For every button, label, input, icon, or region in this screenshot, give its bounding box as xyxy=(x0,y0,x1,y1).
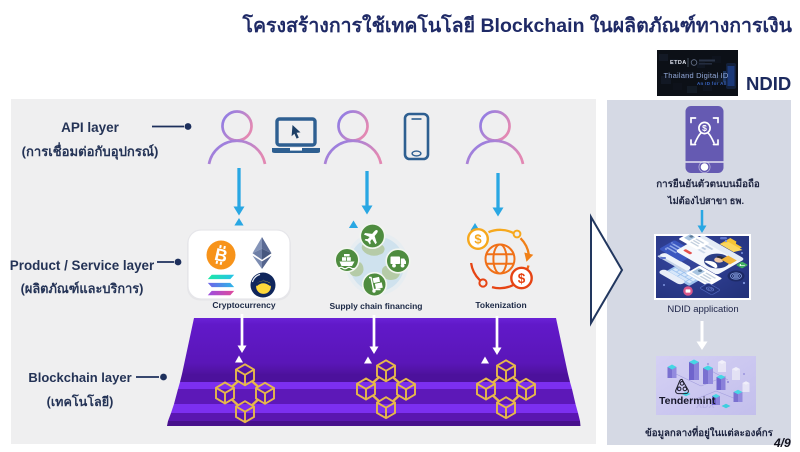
flow-arrow-1 xyxy=(233,168,245,226)
etda-logo-text: ETDA xyxy=(670,60,687,66)
svg-text:$: $ xyxy=(518,271,526,286)
central-data-caption: ข้อมูลกลางที่อยู่ในแต่ละองค์กร xyxy=(645,428,773,439)
coin-icon-bottom: $ xyxy=(510,266,533,290)
user-icon-2 xyxy=(323,110,383,166)
etda-subtitle-text: An ID for All xyxy=(697,81,727,86)
mobile-id-caption-line2: ไม่ต้องไปสาขา ธพ. xyxy=(667,196,745,206)
ndid-application-art xyxy=(654,234,751,300)
api-layer-label: API layer xyxy=(61,120,119,135)
truck-icon xyxy=(385,248,411,274)
blockchain-layer-label: Blockchain layer xyxy=(28,370,132,385)
etda-thumbnail-art xyxy=(657,50,738,96)
blockchain-layer-connector xyxy=(136,373,167,381)
ndid-application-label: NDID application xyxy=(667,304,739,315)
right-panel-arrow-2 xyxy=(696,321,708,350)
platform-arrow-2 xyxy=(364,315,379,364)
svg-text:B: B xyxy=(213,244,230,266)
cryptocurrency-label: Cryptocurrency xyxy=(212,299,276,310)
user-icon-3 xyxy=(465,110,525,166)
right-panel-arrow-1 xyxy=(697,210,707,233)
laptop-icon xyxy=(272,117,320,153)
mobile-id-caption-line1: การยืนยันตัวตนบนมือถือ xyxy=(656,179,760,190)
tokenization-label: Tokenization xyxy=(475,299,527,310)
etda-thumbnail: ETDA Thailand Digital ID An ID for All xyxy=(657,50,738,96)
platform-arrow-1 xyxy=(235,314,247,363)
tendermint-logo-text: Tendermint xyxy=(659,395,716,407)
smartphone-icon xyxy=(403,112,430,161)
luna-icon xyxy=(250,272,276,298)
flow-arrow-3 xyxy=(470,173,504,231)
svg-text:XDX: XDX xyxy=(696,400,715,410)
supply-chain-label: Supply chain financing xyxy=(329,300,423,311)
supply-chain-icon xyxy=(334,223,411,298)
page-title: โครงสร้างการใช้เทคโนโลยี Blockchain ในผล… xyxy=(242,15,792,37)
ethereum-icon xyxy=(252,237,272,269)
product-layer-label: Product / Service layer xyxy=(9,258,155,273)
tokenization-icon: $ $ xyxy=(466,227,534,290)
etda-title-text: Thailand Digital ID xyxy=(663,71,729,80)
svg-text:$: $ xyxy=(474,232,482,247)
solana-icon xyxy=(207,274,235,296)
platform-arrow-3 xyxy=(481,316,502,364)
ship-icon xyxy=(334,247,360,273)
page-number: 4/9 xyxy=(774,436,791,450)
mobile-id-phone-icon: $ xyxy=(685,106,724,173)
user-icon-1 xyxy=(207,110,267,166)
handtruck-icon xyxy=(361,271,388,298)
chevron-arrow xyxy=(590,213,624,327)
ndid-label: NDID xyxy=(746,73,792,94)
api-layer-connector xyxy=(152,123,192,130)
flow-arrow-2 xyxy=(348,171,373,228)
bitcoin-icon: B xyxy=(206,240,236,270)
svg-text:$: $ xyxy=(702,123,707,133)
product-layer-connector xyxy=(157,258,182,266)
cryptocurrency-card: B xyxy=(187,229,291,301)
tendermint-art: XDX xyxy=(656,356,756,415)
airplane-icon xyxy=(359,223,386,249)
product-layer-sublabel: (ผลิตภัณฑ์และบริการ) xyxy=(20,281,144,296)
api-layer-sublabel: (การเชื่อมต่อกับอุปกรณ์) xyxy=(21,144,159,159)
ndid-application-image xyxy=(654,234,751,300)
coin-icon-top: $ xyxy=(466,227,490,251)
blockchain-layer-sublabel: (เทคโนโลยี) xyxy=(46,395,114,409)
tendermint-image: XDX Tendermint xyxy=(656,356,756,415)
